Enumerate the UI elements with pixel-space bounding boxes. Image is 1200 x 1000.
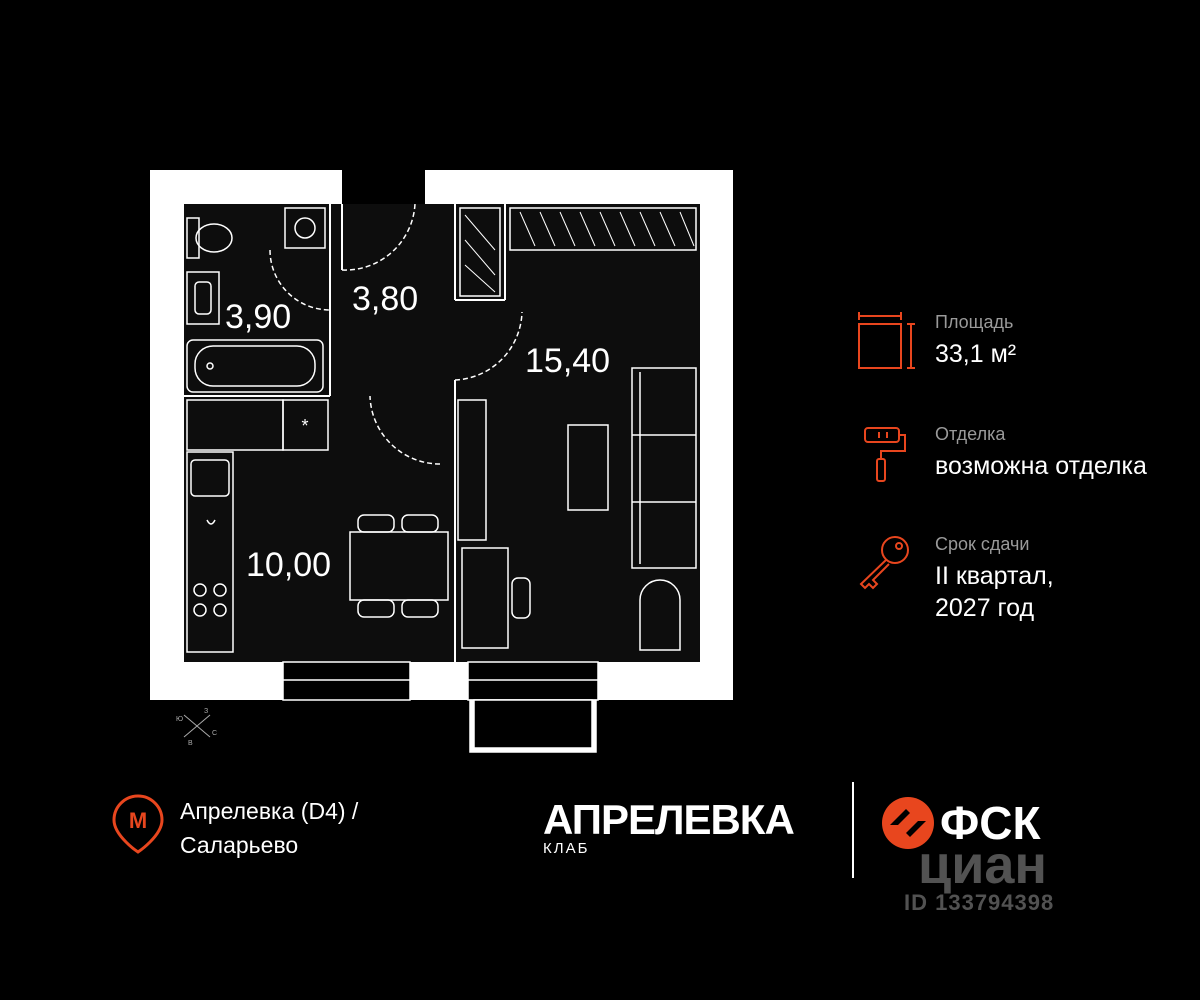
finish-label: Отделка xyxy=(935,424,1006,444)
compass-n: З xyxy=(204,708,208,715)
svg-text:M: M xyxy=(129,808,147,833)
paint-roller-icon xyxy=(864,427,906,482)
living-fixtures xyxy=(457,207,697,651)
compass: З С В Ю xyxy=(172,705,222,747)
windows xyxy=(282,661,599,753)
watermark: циан ID 133794398 xyxy=(870,835,1055,916)
metro-line1: Апрелевка (D4) / xyxy=(180,798,359,824)
metro-line2: Саларьево xyxy=(180,832,299,858)
developer-logo: ФСК xyxy=(880,795,1060,851)
metro-pin-icon: M xyxy=(112,794,164,854)
area-frame-icon xyxy=(858,312,915,369)
compass-icon: З С В Ю xyxy=(176,708,217,747)
delivery-label: Срок сдачи xyxy=(935,534,1030,554)
room-area-living: 15,40 xyxy=(525,342,610,380)
room-area-hallway: 3,80 xyxy=(352,280,418,318)
room-area-bathroom: 3,90 xyxy=(225,298,291,336)
metro-stations: Апрелевка (D4) / Саларьево xyxy=(180,794,358,862)
watermark-name: циан xyxy=(918,835,1048,895)
walls xyxy=(150,170,733,700)
developer-name: ФСК xyxy=(940,797,1041,849)
compass-s: В xyxy=(188,740,193,745)
key-icon xyxy=(859,536,909,590)
area-value: 33,1 м² xyxy=(935,340,1017,368)
delivery-value-line2: 2027 год xyxy=(935,594,1035,622)
bathroom-fixtures xyxy=(186,207,326,393)
brand-logo: АПРЕЛЕВКА КЛАБ xyxy=(543,796,795,857)
fsk-logo-icon xyxy=(882,797,934,849)
compass-e: С xyxy=(212,730,217,737)
brand-sub: КЛАБ xyxy=(543,840,590,857)
delivery-value-line1: II квартал, xyxy=(935,562,1054,590)
room-area-kitchen: 10,00 xyxy=(246,546,331,584)
delivery-value: II квартал, 2027 год xyxy=(935,560,1054,624)
finish-value: возможна отделка xyxy=(935,452,1147,480)
divider xyxy=(852,782,854,878)
partitions xyxy=(184,204,506,662)
area-label: Площадь xyxy=(935,312,1014,332)
doors xyxy=(269,203,523,465)
kitchen-fixtures: * xyxy=(186,399,449,653)
compass-w: Ю xyxy=(176,716,183,723)
brand-name: АПРЕЛЕВКА xyxy=(543,796,795,843)
watermark-id: ID 133794398 xyxy=(904,890,1055,915)
svg-text:*: * xyxy=(301,416,308,436)
